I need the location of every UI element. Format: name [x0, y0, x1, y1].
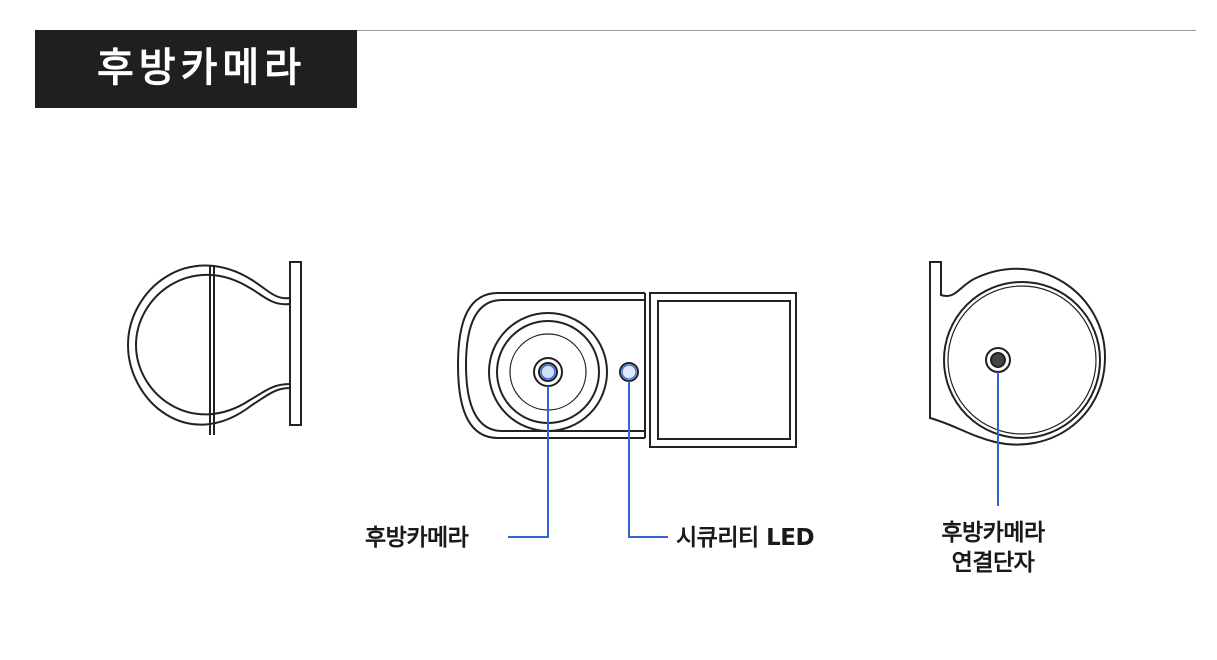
callout-rear-camera: 후방카메라	[365, 525, 469, 551]
header-rule	[356, 30, 1196, 31]
callout-connector-line2: 연결단자	[951, 550, 1035, 576]
leader-lines	[508, 372, 999, 538]
side-view-left	[126, 261, 302, 435]
title-block	[35, 30, 357, 108]
callout-connector: 후방카메라 연결단자	[918, 518, 1068, 578]
back-view-right	[929, 261, 1107, 446]
leader-line-security-led	[628, 381, 668, 538]
leader-line-rear-camera	[508, 386, 549, 538]
page-title: 후방카메라	[97, 45, 306, 91]
callout-connector-line1: 후방카메라	[941, 520, 1045, 546]
camera-lens-icon	[540, 364, 556, 380]
security-led-icon	[621, 364, 637, 380]
callout-security-led: 시큐리티 LED	[676, 525, 815, 551]
